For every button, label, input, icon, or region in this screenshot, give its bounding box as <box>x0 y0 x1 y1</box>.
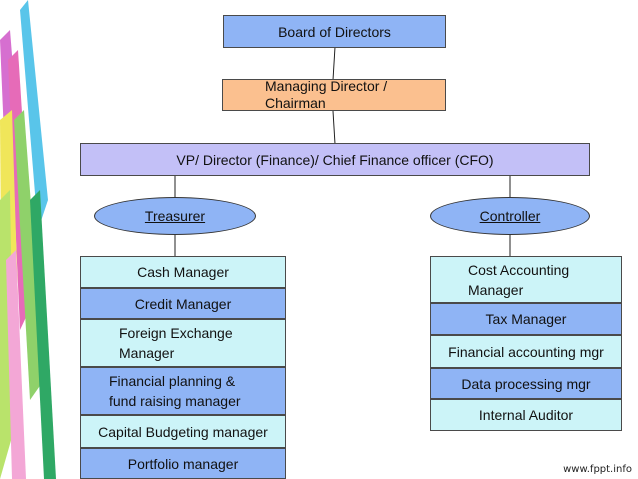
financial-planning-manager-label: Financial planning & fund raising manage… <box>109 373 241 409</box>
cash-manager-label: Cash Manager <box>137 264 229 280</box>
watermark-text: www.fppt.info <box>563 464 632 475</box>
financial-accounting-mgr-label: Financial accounting mgr <box>448 343 604 360</box>
managing-director-label: Managing Director / Chairman <box>265 78 388 111</box>
managing-director-box: Managing Director / Chairman <box>222 78 446 111</box>
foreign-exchange-manager-box: Foreign Exchange Manager <box>80 319 286 367</box>
tax-manager-label: Tax Manager <box>485 311 567 327</box>
foreign-exchange-manager-label: Foreign Exchange Manager <box>119 325 233 361</box>
data-processing-mgr-label: Data processing mgr <box>461 375 591 392</box>
data-processing-mgr-box: Data processing mgr <box>430 368 622 399</box>
portfolio-manager-label: Portfolio manager <box>127 455 239 472</box>
financial-planning-manager-box: Financial planning & fund raising manage… <box>80 367 286 415</box>
internal-auditor-label: Internal Auditor <box>478 407 574 423</box>
cost-accounting-manager-box: Cost Accounting Manager <box>430 256 622 303</box>
capital-budgeting-manager-box: Capital Budgeting manager <box>80 415 286 448</box>
decorative-stripes <box>0 0 56 479</box>
cash-manager-box: Cash Manager <box>80 256 286 288</box>
internal-auditor-box: Internal Auditor <box>430 399 622 431</box>
cfo-box: VP/ Director (Finance)/ Chief Finance of… <box>80 143 590 176</box>
portfolio-manager-box: Portfolio manager <box>80 448 286 479</box>
board-of-directors-box: Board of Directors <box>223 15 446 48</box>
credit-manager-label: Credit Manager <box>134 295 232 312</box>
treasurer-label: Treasurer <box>144 208 206 224</box>
cfo-label: VP/ Director (Finance)/ Chief Finance of… <box>176 151 494 168</box>
treasurer-node: Treasurer <box>94 197 256 235</box>
board-of-directors-label: Board of Directors <box>278 23 391 40</box>
cost-accounting-manager-label: Cost Accounting Manager <box>468 261 570 298</box>
financial-accounting-mgr-box: Financial accounting mgr <box>430 335 622 368</box>
credit-manager-box: Credit Manager <box>80 288 286 319</box>
controller-node: Controller <box>430 197 590 235</box>
capital-budgeting-manager-label: Capital Budgeting manager <box>98 423 268 440</box>
controller-label: Controller <box>479 208 541 224</box>
tax-manager-box: Tax Manager <box>430 303 622 335</box>
